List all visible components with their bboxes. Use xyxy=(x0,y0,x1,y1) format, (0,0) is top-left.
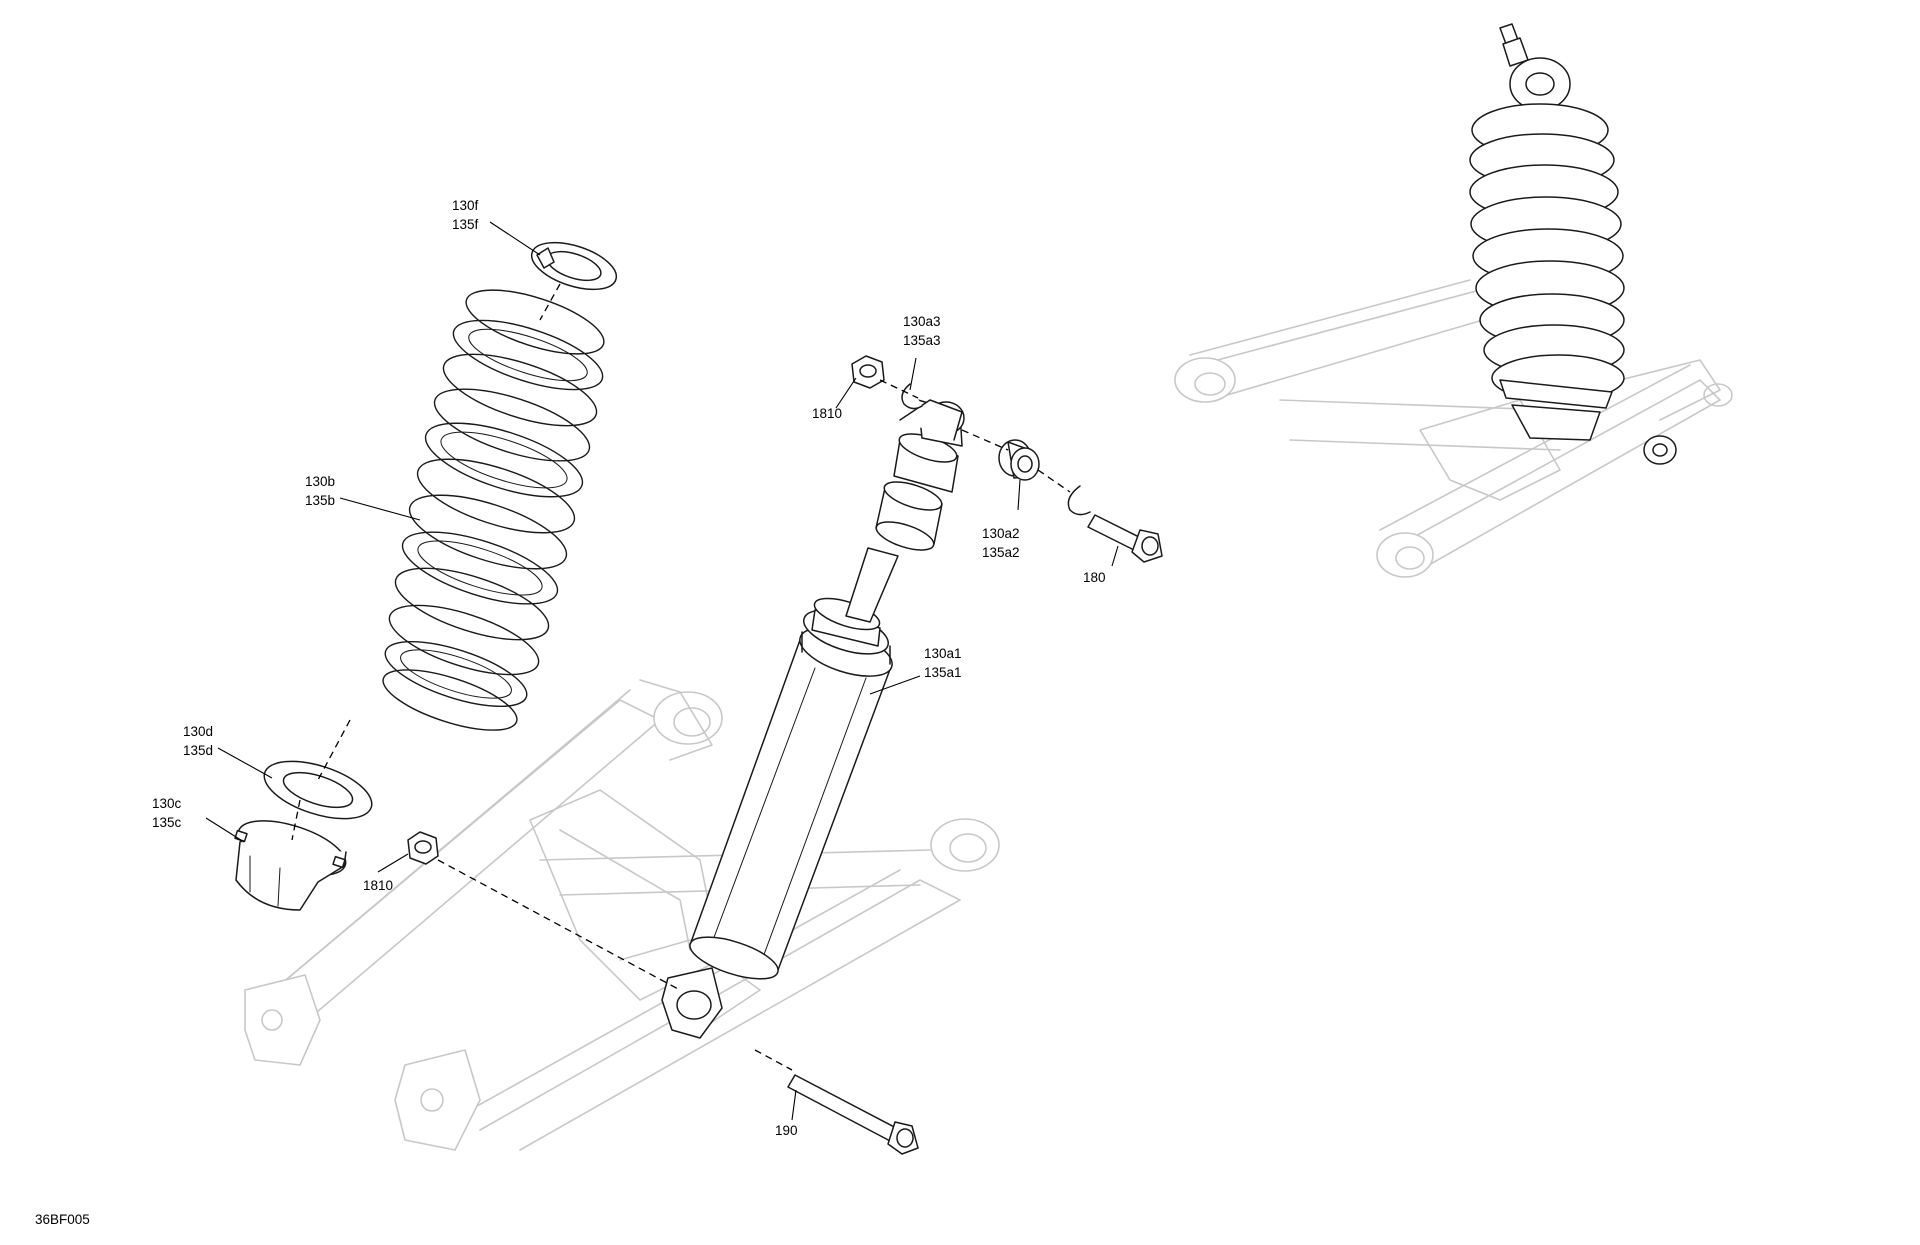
assembled-spring-coils xyxy=(1469,103,1625,402)
callout-spring-seat-lower: 130d 135d xyxy=(183,724,213,758)
callout-bolt-upper: 180 xyxy=(1083,570,1106,585)
svg-text:1810: 1810 xyxy=(812,406,842,421)
callout-circlip: 130a3 135a3 xyxy=(903,314,941,348)
diagram-code: 36BF005 xyxy=(35,1212,90,1227)
svg-text:130b: 130b xyxy=(305,474,335,489)
callout-spring: 130b 135b xyxy=(305,474,335,508)
spring-seat-lower xyxy=(263,760,373,820)
svg-text:130a1: 130a1 xyxy=(924,646,962,661)
svg-text:130c: 130c xyxy=(152,796,182,811)
svg-text:135a3: 135a3 xyxy=(903,333,941,348)
svg-text:1810: 1810 xyxy=(363,878,393,893)
assembly-centerlines xyxy=(291,283,1071,1071)
svg-text:180: 180 xyxy=(1083,570,1106,585)
circlip-upper xyxy=(901,383,923,410)
callout-nut-upper: 1810 xyxy=(812,406,842,421)
spring-seat-top xyxy=(530,241,618,291)
callout-leaders xyxy=(205,221,1119,1121)
svg-text:190: 190 xyxy=(775,1123,798,1138)
svg-text:135a2: 135a2 xyxy=(982,545,1020,560)
svg-text:130a3: 130a3 xyxy=(903,314,941,329)
lower-bolt xyxy=(787,1074,919,1155)
svg-text:135b: 135b xyxy=(305,493,335,508)
svg-text:130a2: 130a2 xyxy=(982,526,1020,541)
callout-bushing: 130a2 135a2 xyxy=(982,526,1020,560)
svg-text:135d: 135d xyxy=(183,743,213,758)
lower-nut xyxy=(407,831,439,865)
callout-bolt-lower: 190 xyxy=(775,1123,798,1138)
callout-nut-lower: 1810 xyxy=(363,878,393,893)
preload-adjuster-ring xyxy=(234,820,347,911)
upper-nut xyxy=(851,355,885,389)
svg-text:135f: 135f xyxy=(452,217,479,232)
svg-text:130d: 130d xyxy=(183,724,213,739)
svg-text:135c: 135c xyxy=(152,815,182,830)
swing-arm-ghost-upper xyxy=(1174,279,1733,578)
coil-spring xyxy=(382,289,605,731)
shock-absorber xyxy=(661,399,965,1039)
svg-text:130f: 130f xyxy=(452,198,479,213)
callout-shock-body: 130a1 135a1 xyxy=(924,646,962,680)
bushing xyxy=(998,439,1040,481)
callout-spring-seat-top: 130f 135f xyxy=(452,198,479,232)
upper-bolt xyxy=(1087,514,1163,563)
callout-adjuster-ring: 130c 135c xyxy=(152,796,182,830)
circlip-right xyxy=(1067,485,1091,516)
swing-arm-ghost-lower xyxy=(244,679,1000,1151)
assembled-shock-illustration xyxy=(1469,23,1677,465)
svg-text:135a1: 135a1 xyxy=(924,665,962,680)
